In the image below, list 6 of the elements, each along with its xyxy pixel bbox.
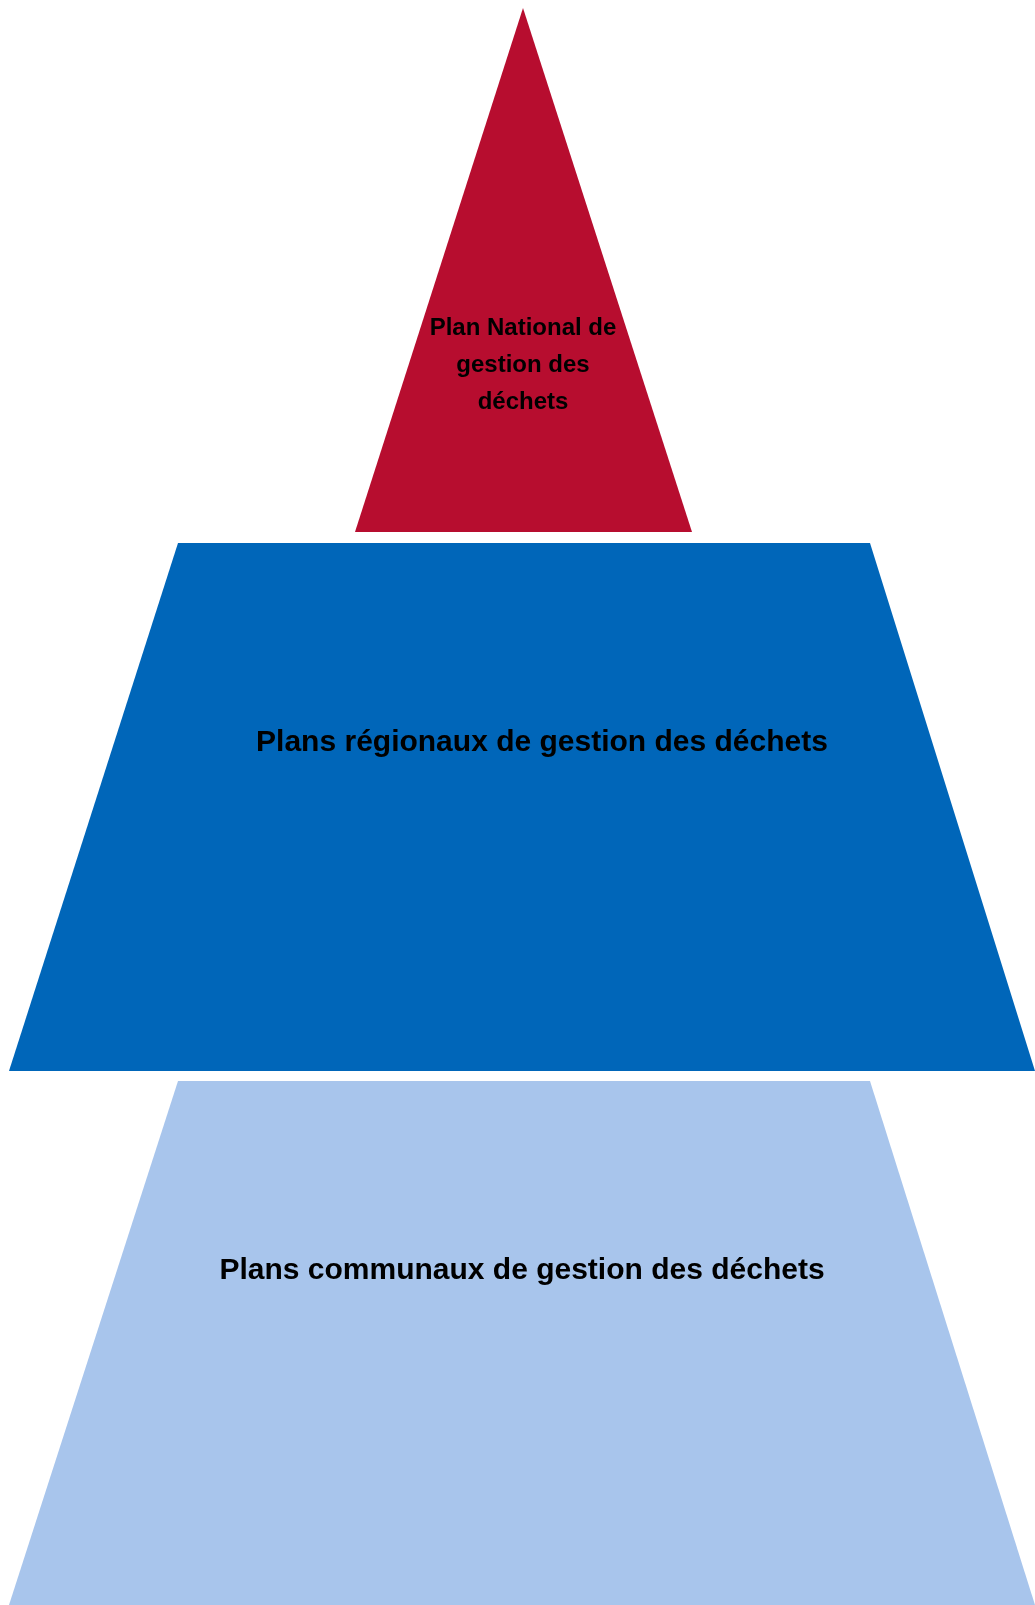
pyramid-tier — [9, 1081, 1035, 1605]
pyramid-tier — [355, 8, 692, 532]
tier-label: Plan National de gestion des déchets — [428, 312, 618, 417]
tier-label: Plans régionaux de gestion des déchets — [255, 723, 829, 759]
tier-label: Plans communaux de gestion des déchets — [218, 1251, 826, 1287]
pyramid-tier — [9, 543, 1035, 1071]
